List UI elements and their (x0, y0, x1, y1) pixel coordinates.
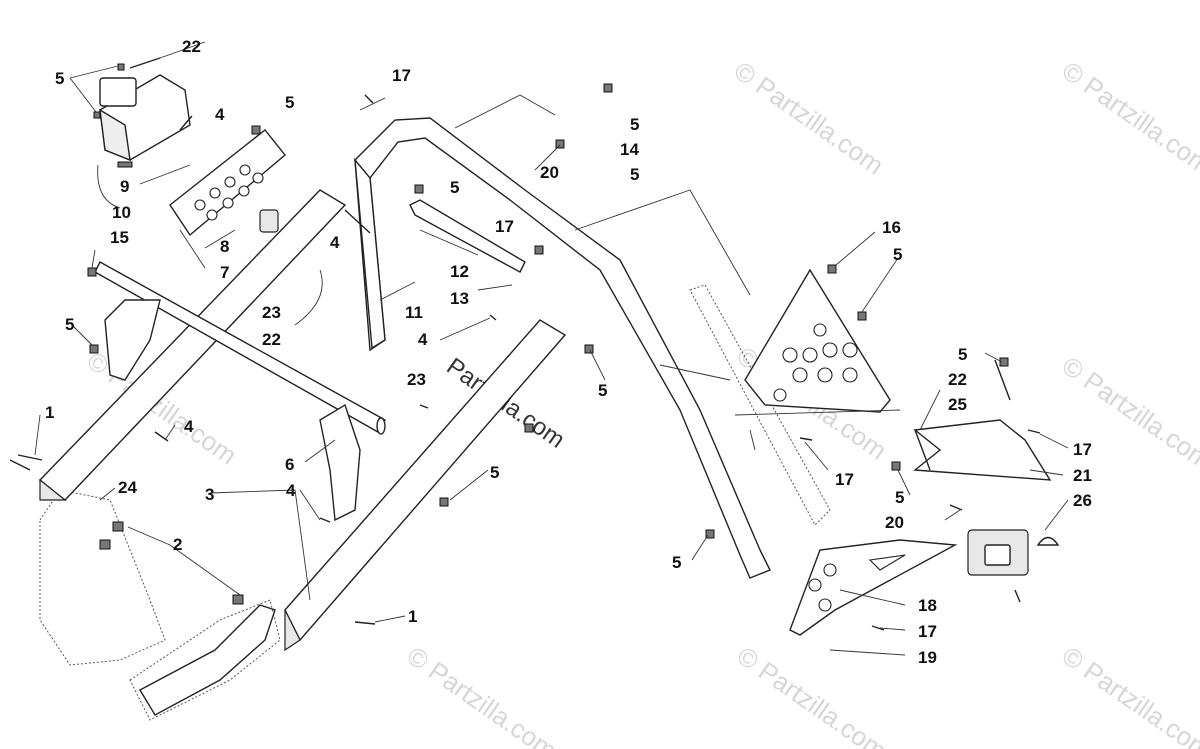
frame-bracket (39, 489, 281, 721)
callout-5: 5 (630, 115, 639, 134)
callout-5: 5 (285, 93, 294, 112)
cap (1036, 536, 1060, 546)
callout-5: 5 (598, 381, 607, 400)
component-26 (967, 529, 1029, 576)
callout-17: 17 (392, 66, 411, 85)
tube-bracket-right (319, 403, 361, 522)
callout-4: 4 (330, 233, 340, 252)
electronic-module (99, 74, 191, 168)
callout-8: 8 (220, 237, 229, 256)
watermark-text: © Partzilla.com (402, 640, 563, 749)
watermark-text: © Partzilla.com (732, 640, 893, 749)
callout-5: 5 (895, 488, 904, 507)
bracket-12 (409, 199, 526, 273)
callout-19: 19 (918, 648, 937, 667)
watermark-text: © Partzilla.com (729, 55, 890, 180)
cross-tube (94, 261, 386, 435)
plate-18 (789, 539, 958, 636)
lower-rail (284, 319, 567, 652)
bracket-21 (913, 419, 1052, 481)
callout-20: 20 (540, 163, 559, 182)
callout-5: 5 (65, 315, 74, 334)
callout-5: 5 (893, 245, 902, 264)
callout-1: 1 (408, 607, 417, 626)
callout-24: 24 (118, 478, 137, 497)
callout-7: 7 (220, 263, 229, 282)
callout-17: 17 (495, 217, 514, 236)
callout-17: 17 (835, 470, 854, 489)
callout-26: 26 (1073, 491, 1092, 510)
fasteners (9, 57, 1041, 631)
callout-1: 1 (45, 403, 54, 422)
relay (259, 209, 279, 233)
rear-strip (689, 284, 831, 526)
callout-4: 4 (184, 417, 194, 436)
callout-10: 10 (112, 203, 131, 222)
callout-22: 22 (948, 370, 967, 389)
callout-21: 21 (1073, 466, 1092, 485)
callout-4: 4 (418, 330, 428, 349)
callout-23: 23 (262, 303, 281, 322)
callout-22: 22 (182, 37, 201, 56)
callout-23: 23 (407, 370, 426, 389)
plate-16 (744, 268, 891, 413)
callout-11: 11 (405, 303, 423, 322)
main-roll-bar (354, 117, 771, 579)
tube-bracket-left (104, 299, 161, 381)
callout-16: 16 (882, 218, 901, 237)
callout-3: 3 (205, 485, 214, 504)
callout-5: 5 (490, 463, 499, 482)
callout-5: 5 (450, 178, 459, 197)
callout-18: 18 (918, 596, 937, 615)
callout-2: 2 (173, 535, 182, 554)
callout-5: 5 (958, 345, 967, 364)
callout-5: 5 (630, 165, 639, 184)
callout-22: 22 (262, 330, 281, 349)
callout-5: 5 (672, 553, 681, 572)
callout-15: 15 (110, 228, 129, 247)
callout-numbers: 22 5 4 5 9 10 8 7 15 4 23 22 5 1 4 6 24 … (45, 37, 1092, 667)
callout-14: 14 (620, 140, 639, 159)
watermark-text: © Partzilla.com (1057, 640, 1200, 749)
callout-4: 4 (215, 105, 225, 124)
callout-25: 25 (948, 395, 967, 414)
callout-6: 6 (285, 455, 294, 474)
mounting-plate (169, 129, 286, 237)
callout-12: 12 (450, 262, 469, 281)
callout-13: 13 (450, 289, 469, 308)
callout-4: 4 (286, 481, 296, 500)
leader-lines (34, 41, 1069, 656)
upper-cross-rail (38, 189, 347, 501)
callout-17: 17 (1073, 440, 1092, 459)
callout-17: 17 (918, 622, 937, 641)
callout-20: 20 (885, 513, 904, 532)
watermark-text: © Partzilla.com (1057, 55, 1200, 180)
callout-5: 5 (55, 69, 64, 88)
callout-9: 9 (120, 177, 129, 196)
